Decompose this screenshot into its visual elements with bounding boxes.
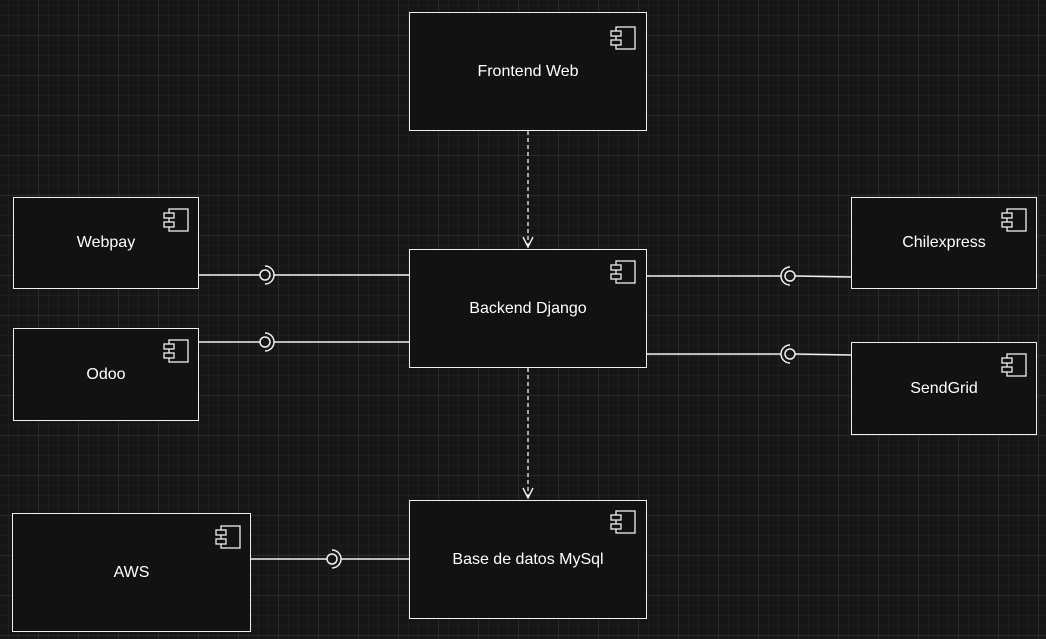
component-icon: [610, 510, 636, 534]
component-database-mysql[interactable]: Base de datos MySql: [409, 500, 647, 619]
provided-interface-lollipop: [784, 270, 796, 282]
component-webpay[interactable]: Webpay: [13, 197, 199, 289]
component-label: Base de datos MySql: [452, 550, 604, 568]
interface-odoo-backend[interactable]: [198, 332, 409, 352]
component-label: AWS: [113, 563, 150, 581]
provided-interface-lollipop: [259, 336, 271, 348]
component-odoo[interactable]: Odoo: [13, 328, 199, 421]
interface-chilexpress-backend[interactable]: [647, 266, 852, 286]
component-icon: [610, 260, 636, 284]
component-frontend-web[interactable]: Frontend Web: [409, 12, 647, 131]
provided-interface-lollipop: [784, 348, 796, 360]
component-icon: [163, 208, 189, 232]
required-interface-socket: [780, 266, 791, 286]
component-chilexpress[interactable]: Chilexpress: [851, 197, 1037, 289]
component-icon: [610, 26, 636, 50]
provided-interface-lollipop: [259, 269, 271, 281]
component-label: Webpay: [76, 234, 136, 251]
interface-sendgrid-backend[interactable]: [647, 344, 852, 364]
component-aws[interactable]: AWS: [12, 513, 251, 632]
component-label: SendGrid: [910, 379, 978, 397]
component-icon: [163, 339, 189, 363]
component-backend-django[interactable]: Backend Django: [409, 249, 647, 368]
component-icon: [215, 525, 241, 549]
component-icon: [1001, 353, 1027, 377]
component-icon: [1001, 208, 1027, 232]
provided-interface-lollipop: [326, 553, 338, 565]
component-label: Chilexpress: [902, 234, 986, 251]
component-label: Frontend Web: [477, 62, 579, 80]
component-label: Odoo: [86, 365, 126, 383]
component-sendgrid[interactable]: SendGrid: [851, 342, 1037, 435]
required-interface-socket: [780, 344, 791, 364]
interface-webpay-backend[interactable]: [198, 265, 409, 285]
component-label: Backend Django: [469, 299, 587, 317]
interface-aws-database[interactable]: [251, 549, 409, 569]
